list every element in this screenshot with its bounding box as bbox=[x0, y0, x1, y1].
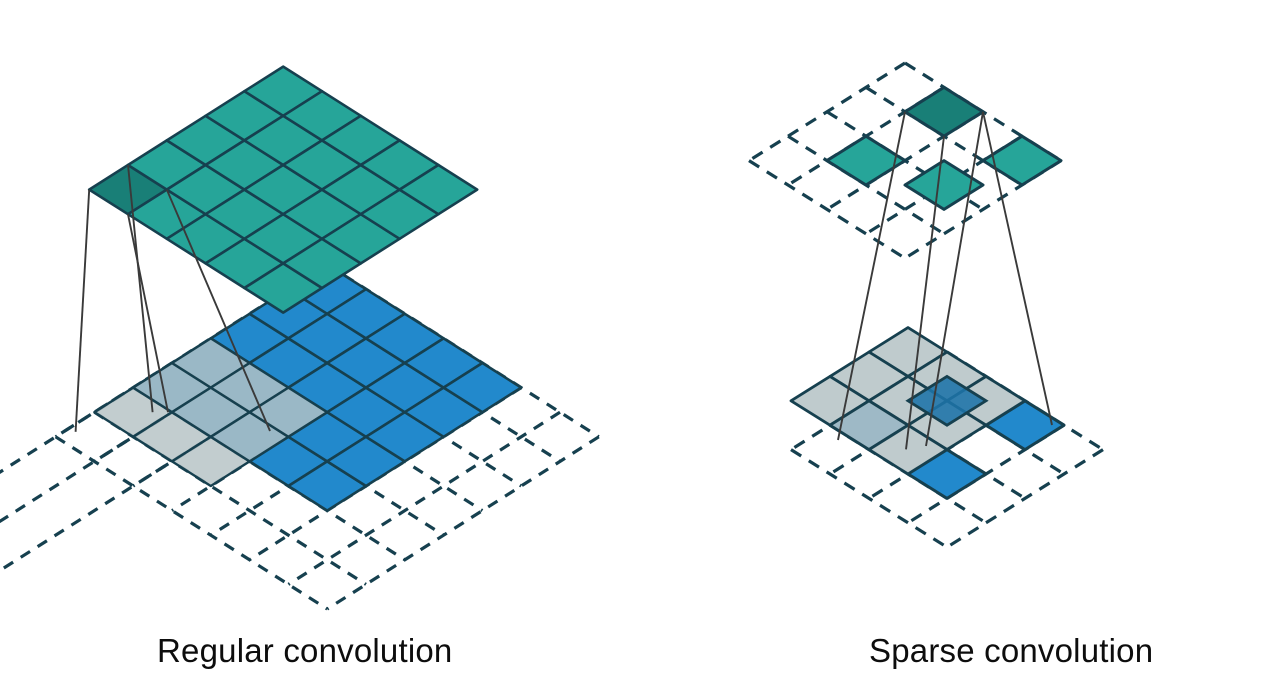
caption-sparse-convolution: Sparse convolution bbox=[869, 632, 1154, 669]
panel-regular-convolution bbox=[0, 65, 600, 611]
regular-input-kernel-window bbox=[93, 337, 329, 488]
sparse-kernel-center-cell bbox=[905, 374, 989, 427]
caption-regular-convolution: Regular convolution bbox=[157, 632, 453, 669]
sparse-output-highlight-cell bbox=[903, 85, 985, 138]
sparse-input-kernel-window bbox=[789, 326, 1027, 476]
panel-sparse-convolution bbox=[748, 61, 1104, 549]
sparse-output-active-cells bbox=[825, 85, 1063, 211]
regular-output-teal-grid bbox=[87, 65, 479, 314]
regular-connector-lines bbox=[74, 164, 271, 432]
sparse-connector-lines bbox=[837, 111, 1053, 450]
